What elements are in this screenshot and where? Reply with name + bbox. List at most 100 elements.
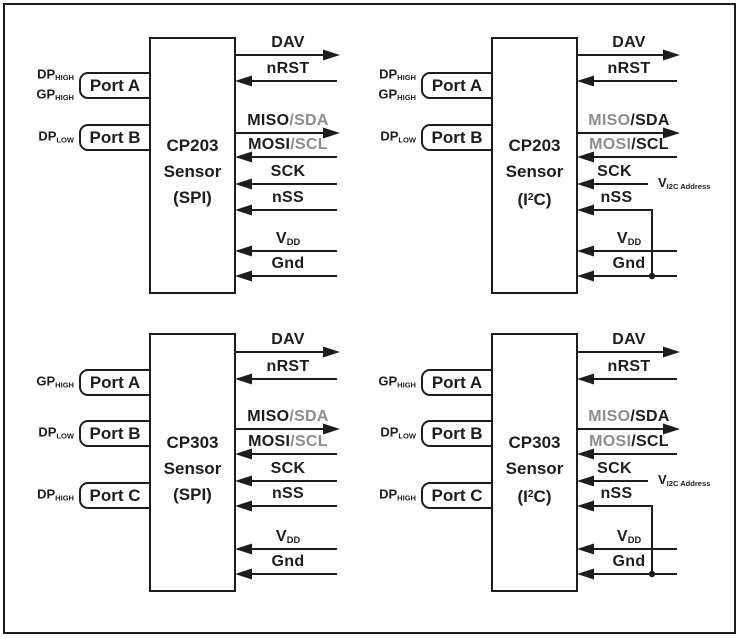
- cp303-i2c-signal-label-DAV: DAV: [612, 332, 646, 348]
- text-part: V: [658, 175, 667, 191]
- text-part: MISO: [247, 112, 290, 129]
- text-part: MISO: [588, 408, 631, 425]
- text-part: DD: [286, 237, 301, 248]
- cp203-spi-block: [149, 37, 236, 294]
- text-part: /SCL: [631, 136, 669, 153]
- text-part: /SDA: [289, 112, 329, 129]
- port-tag-line: DPLOW: [38, 423, 74, 444]
- text-part: HIGH: [55, 492, 74, 502]
- text-part: /SCL: [290, 433, 328, 450]
- text-part: DD: [627, 237, 642, 248]
- cp303-i2c-signal-label-nSS: nSS: [600, 486, 632, 502]
- text-part: (SPI): [173, 187, 212, 207]
- cp303-spi-signal-label-nSS: nSS: [272, 486, 304, 502]
- text-part: Sensor: [163, 458, 222, 478]
- cp203-i2c-signal-label-DAV: DAV: [612, 35, 646, 51]
- cp203-i2c-arrowhead-out-DAV: [663, 49, 680, 61]
- cp303-spi-arrowhead-in-VDD: [235, 543, 252, 555]
- text-part: DP: [37, 65, 56, 81]
- text-part: GP: [36, 86, 56, 102]
- cp303-i2c-port-label-3: Port C: [431, 486, 483, 505]
- text-part: nSS: [271, 189, 305, 206]
- text-part: V: [616, 230, 628, 247]
- cp203-i2c-signal-label-Gnd: Gnd: [613, 256, 646, 272]
- cp303-i2c-arrowhead-in-nSS: [577, 500, 594, 512]
- text-part: nRST: [607, 60, 651, 77]
- text-part: HIGH: [55, 72, 74, 82]
- text-part: DP: [38, 128, 57, 144]
- text-part: GP: [378, 373, 398, 389]
- cp303-spi-port-label-1: Port A: [89, 373, 141, 392]
- text-part: Sensor: [163, 161, 222, 181]
- cp203-spi-arrowhead-in-nRST: [235, 75, 252, 87]
- cp203-spi-signal-label-nSS: nSS: [272, 190, 304, 206]
- text-part: (SPI): [173, 484, 212, 504]
- cp203-i2c-signal-label-MOSI-SCL: MOSI/SCL: [589, 137, 669, 153]
- title-line: (SPI): [150, 482, 235, 508]
- cp303-i2c-port-tag-3: DPHIGH: [379, 485, 416, 506]
- cp303-spi-signal-label-Gnd: Gnd: [272, 554, 305, 570]
- cp203-i2c-arrowhead-in-SCK: [577, 178, 594, 190]
- cp303-spi-arrowhead-in-nRST: [235, 373, 252, 385]
- title-line: CP303: [150, 430, 235, 456]
- text-part: LOW: [398, 134, 416, 144]
- cp203-spi-arrowhead-in-Gnd: [235, 270, 252, 282]
- text-part: DD: [627, 535, 642, 546]
- port-tag-line: DPHIGH: [378, 65, 416, 86]
- port-tag-line: DPLOW: [380, 127, 416, 148]
- text-part: LOW: [56, 134, 74, 144]
- text-part: SCK: [270, 460, 306, 477]
- text-part: nRST: [266, 358, 310, 375]
- text-part: nRST: [607, 358, 651, 375]
- cp303-spi-port-tag-1: GPHIGH: [36, 372, 74, 393]
- cp303-i2c-signal-label-Gnd: Gnd: [613, 554, 646, 570]
- cp303-i2c-signal-label-SCK: SCK: [597, 461, 632, 477]
- port-tag-line: DPHIGH: [37, 485, 74, 506]
- text-part: MOSI: [248, 433, 291, 450]
- text-part: DAV: [612, 331, 646, 348]
- text-part: I2C Address: [666, 478, 711, 488]
- text-part: C): [533, 189, 552, 209]
- cp303-spi-arrowhead-out-DAV: [323, 346, 340, 358]
- port-tag-line: GPHIGH: [378, 86, 416, 107]
- text-part: V: [275, 528, 287, 545]
- cp303-spi-signal-label-VDD: VDD: [276, 529, 300, 548]
- text-part: (I: [517, 486, 528, 506]
- cp203-spi-signal-label-DAV: DAV: [271, 35, 305, 51]
- text-part: GP: [378, 86, 398, 102]
- text-part: CP203: [166, 135, 219, 155]
- text-part: 2: [527, 488, 534, 500]
- cp303-spi-signal-label-nRST: nRST: [267, 359, 310, 375]
- cp303-i2c-signal-label-nRST: nRST: [608, 359, 651, 375]
- text-part: HIGH: [397, 93, 416, 103]
- text-part: LOW: [56, 430, 74, 440]
- figure-border: [3, 3, 736, 634]
- cp303-i2c-arrowhead-in-VDD: [577, 543, 594, 555]
- cp203-spi-arrowhead-in-MOSI-SCL: [235, 151, 252, 163]
- cp203-spi-signal-label-SCK: SCK: [271, 164, 306, 180]
- cp203-i2c-signal-label-SCK: SCK: [597, 164, 632, 180]
- text-part: Sensor: [505, 458, 564, 478]
- cp303-i2c-arrowhead-in-MOSI-SCL: [577, 448, 594, 460]
- port-tag-line: DPHIGH: [379, 485, 416, 506]
- cp203-i2c-arrowhead-in-nRST: [577, 75, 594, 87]
- text-part: /SCL: [631, 433, 669, 450]
- cp203-i2c-block: [491, 37, 578, 294]
- cp303-spi-port-label-2: Port B: [89, 424, 141, 443]
- text-part: V: [275, 230, 287, 247]
- cp203-i2c-signal-label-MISO-SDA: MISO/SDA: [588, 113, 670, 129]
- cp203-spi-arrowhead-in-nSS: [235, 204, 252, 216]
- cp203-i2c-port-label-2: Port B: [431, 128, 483, 147]
- cp303-i2c-port-tag-2: DPLOW: [380, 423, 416, 444]
- text-part: Gnd: [612, 255, 646, 272]
- cp303-spi-port-tag-3: DPHIGH: [37, 485, 74, 506]
- text-part: HIGH: [397, 492, 416, 502]
- title-line: (I2C): [492, 185, 577, 213]
- text-part: HIGH: [397, 379, 416, 389]
- cp203-spi-port-label-1: Port A: [89, 76, 141, 95]
- text-part: nRST: [266, 60, 310, 77]
- text-part: DP: [37, 486, 56, 502]
